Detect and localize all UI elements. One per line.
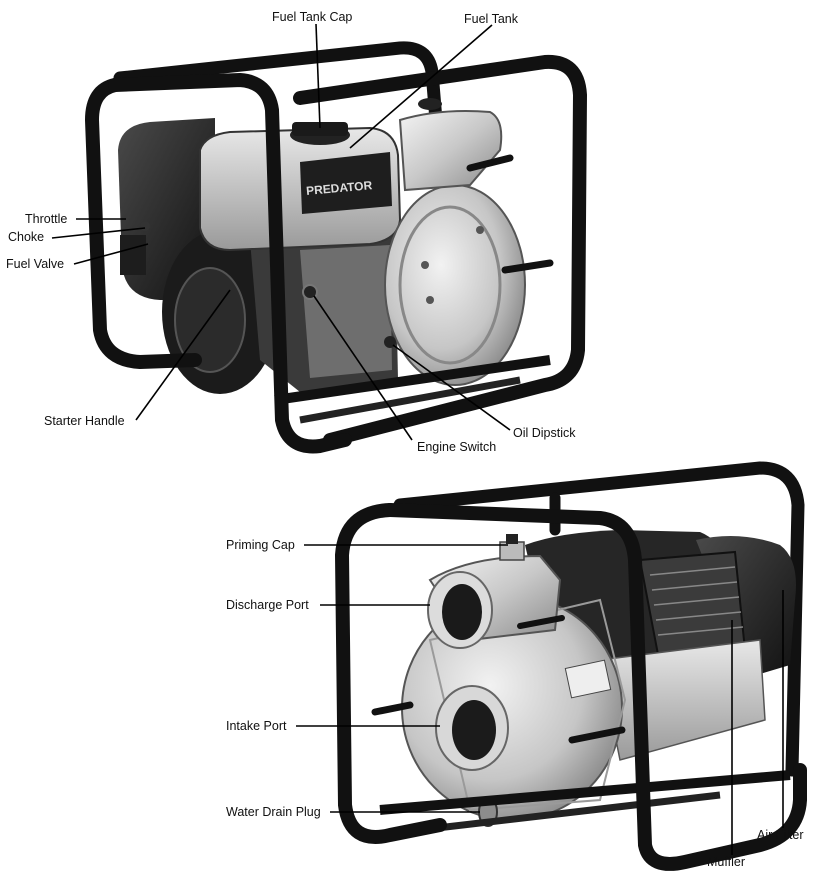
- leader-starter-handle: [135, 289, 231, 421]
- top-brand-plate: [300, 152, 392, 214]
- top-priming-cap: [418, 98, 442, 110]
- top-choke-lever: [140, 221, 150, 231]
- top-fuel-valve-body: [120, 235, 146, 275]
- top-frame-front: [108, 73, 352, 454]
- bottom-pump-handle-3: [517, 615, 565, 629]
- label-intake-port: Intake Port: [226, 719, 287, 733]
- bottom-base-rail: [379, 770, 791, 815]
- leader-choke: [51, 227, 146, 239]
- top-leader-lines: [51, 23, 511, 441]
- leader-fuel-tank: [349, 24, 493, 149]
- top-bolt: [476, 226, 484, 234]
- label-engine-switch: Engine Switch: [417, 440, 497, 454]
- leader-oil-dipstick: [392, 344, 511, 431]
- label-fuel-tank-cap: Fuel Tank Cap: [272, 10, 353, 24]
- top-frame-right: [293, 54, 587, 447]
- top-frame-left: [85, 78, 202, 369]
- bottom-pump-illustration: [335, 461, 807, 871]
- top-base-rail: [274, 355, 551, 405]
- top-bolt: [421, 261, 429, 269]
- top-fuel-cap-side: [292, 122, 348, 136]
- label-fuel-tank: Fuel Tank: [464, 12, 518, 26]
- leader-fuel-tank-cap: [315, 23, 321, 129]
- label-water-drain-plug: Water Drain Plug: [226, 805, 321, 819]
- top-brand-text: PREDATOR: [306, 178, 374, 198]
- label-air-filter: Air Filter: [757, 828, 804, 842]
- top-engine-switch: [302, 284, 318, 300]
- label-throttle: Throttle: [25, 212, 68, 226]
- bottom-frame-left: [335, 503, 447, 844]
- leader-fuel-valve: [73, 243, 149, 265]
- top-discharge-neck: [398, 110, 503, 192]
- top-volute-ring: [398, 205, 502, 365]
- label-fuel-valve: Fuel Valve: [6, 257, 65, 271]
- label-starter-handle: Starter Handle: [44, 414, 125, 428]
- label-priming-cap: Priming Cap: [226, 538, 295, 552]
- bottom-frame-back: [393, 461, 805, 777]
- label-choke: Choke: [8, 230, 45, 244]
- bottom-priming-cap: [506, 534, 518, 544]
- top-pump-handle-2: [501, 259, 554, 274]
- bottom-discharge-opening: [442, 584, 482, 640]
- top-pump-handle-1: [466, 154, 514, 172]
- bottom-pump-handle-2: [568, 726, 626, 744]
- top-base-rail-2: [299, 376, 521, 424]
- label-oil-dipstick: Oil Dipstick: [513, 426, 576, 440]
- top-pump-illustration: PREDATOR: [85, 41, 587, 454]
- leader-engine-switch: [313, 295, 413, 441]
- bottom-frame-front: [383, 503, 807, 871]
- top-carb-area: [300, 245, 392, 378]
- bottom-pump-handle-1: [371, 701, 414, 716]
- top-bolt: [426, 296, 434, 304]
- bottom-warning-plate: [564, 659, 612, 699]
- bottom-base-rail-2: [419, 791, 721, 834]
- label-muffler: Muffler: [707, 855, 745, 869]
- label-discharge-port: Discharge Port: [226, 598, 309, 612]
- bottom-muffler-grille: [649, 566, 744, 636]
- bottom-volute-ribs: [428, 598, 627, 812]
- bottom-leader-lines: [296, 544, 784, 855]
- bottom-intake-opening: [452, 700, 496, 760]
